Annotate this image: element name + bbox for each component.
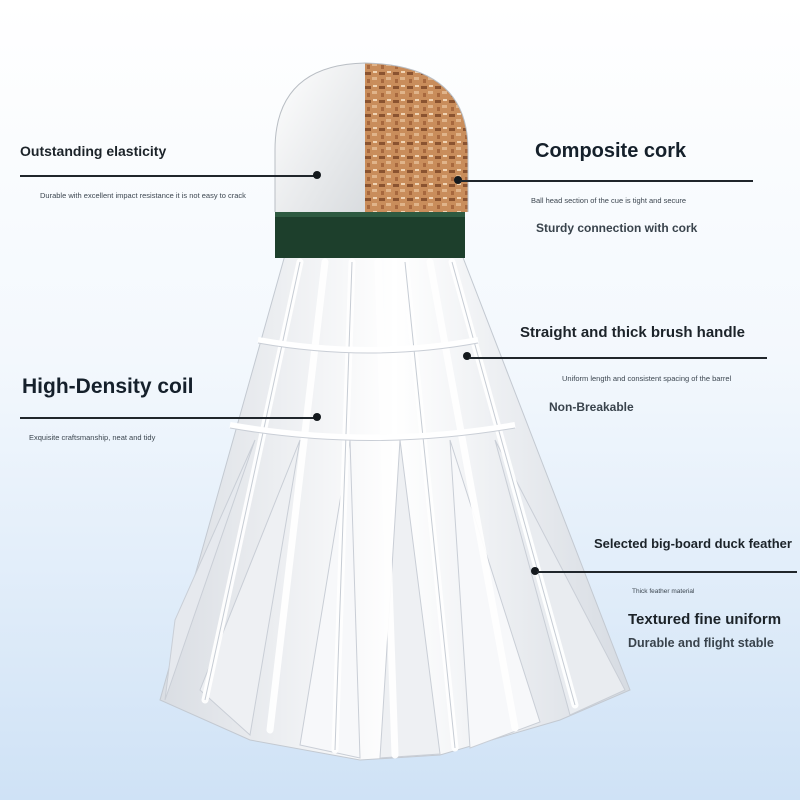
- feather-desc: Thick feather material: [632, 588, 695, 595]
- elasticity-desc: Durable with excellent impact resistance…: [40, 191, 246, 200]
- thread-coils: [229, 337, 516, 441]
- handle-desc: Uniform length and consistent spacing of…: [562, 374, 732, 383]
- feather-leader-line: [537, 571, 797, 573]
- handle-leader-line: [469, 357, 767, 359]
- thread-coil-edges: [229, 342, 516, 441]
- coil-leader-line: [20, 417, 316, 419]
- coil-pointer-dot: [313, 413, 321, 421]
- handle-pointer-dot: [463, 352, 471, 360]
- cork-title: Composite cork: [535, 140, 687, 162]
- elasticity-title: Outstanding elasticity: [20, 143, 167, 159]
- elasticity-pointer-dot: [313, 171, 321, 179]
- green-band: [275, 212, 465, 258]
- feather-sub2: Durable and flight stable: [628, 636, 774, 650]
- feather-title: Selected big-board duck feather: [594, 536, 792, 551]
- feather-sub1: Textured fine uniform: [628, 611, 782, 628]
- cork-desc: Ball head section of the cue is tight an…: [531, 196, 687, 205]
- shaft-edges: [204, 261, 576, 751]
- feather-pointer-dot: [531, 567, 539, 575]
- coil-title: High-Density coil: [22, 375, 194, 398]
- cork-head: [274, 62, 469, 212]
- cork-pointer-dot: [454, 176, 462, 184]
- handle-sub: Non-Breakable: [549, 400, 634, 414]
- handle-title: Straight and thick brush handle: [520, 324, 746, 341]
- cork-leader-line: [460, 180, 753, 182]
- cork-sub: Sturdy connection with cork: [536, 221, 698, 235]
- elasticity-leader-line: [20, 175, 316, 177]
- coil-desc: Exquisite craftsmanship, neat and tidy: [29, 433, 156, 442]
